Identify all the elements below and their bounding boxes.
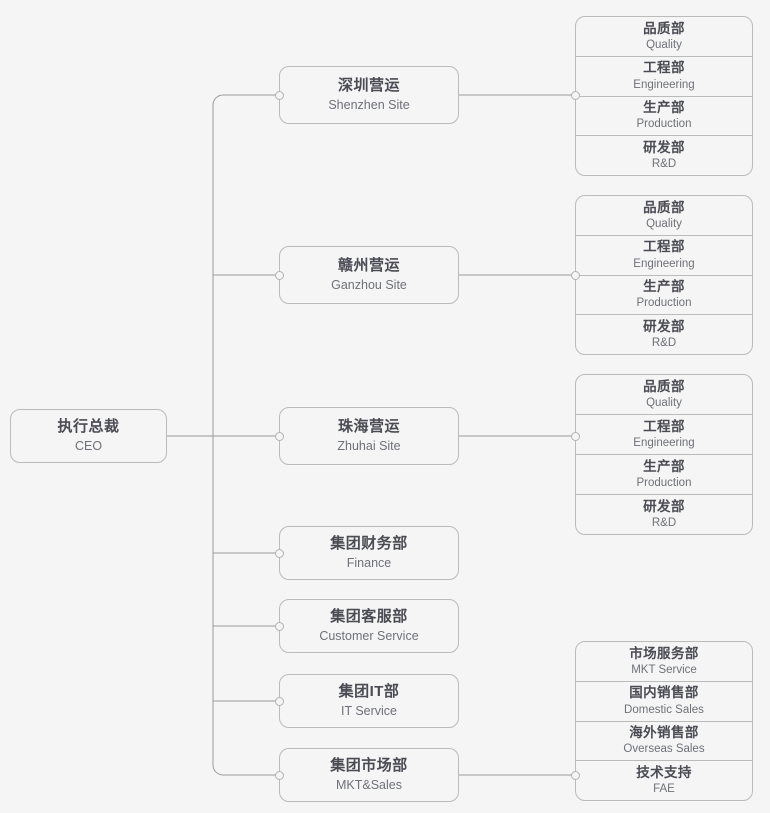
- node-mkt-sales[interactable]: 集团市场部 MKT&Sales: [279, 748, 459, 802]
- connector-dot-ganzhou-departments: [570, 270, 580, 280]
- dept-row-shenzhen-engineering[interactable]: 工程部 Engineering: [576, 55, 752, 96]
- dept-label-cn: 生产部: [643, 100, 685, 116]
- connector-dot-customer-service: [274, 621, 284, 631]
- dept-label-cn: 工程部: [643, 418, 685, 434]
- node-finance-label-en: Finance: [346, 555, 392, 570]
- node-shenzhen-site[interactable]: 深圳营运 Shenzhen Site: [279, 66, 459, 124]
- dept-row-domestic-sales[interactable]: 国内销售部 Domestic Sales: [576, 680, 752, 721]
- dept-row-ganzhou-production[interactable]: 生产部 Production: [576, 274, 752, 315]
- dept-label-en: Domestic Sales: [624, 703, 704, 716]
- connector-dot-ganzhou-site: [274, 270, 284, 280]
- connector-dot-shenzhen-site: [274, 90, 284, 100]
- wire-trunk: [212, 94, 279, 776]
- group-zhuhai-departments: 品质部 Quality 工程部 Engineering 生产部 Producti…: [575, 374, 753, 535]
- dept-row-ganzhou-quality[interactable]: 品质部 Quality: [576, 196, 752, 235]
- dept-label-en: Production: [636, 118, 692, 131]
- dept-label-cn: 品质部: [643, 199, 685, 215]
- node-customer-service-label-cn: 集团客服部: [330, 608, 408, 625]
- node-ceo-label-cn: 执行总裁: [57, 418, 120, 435]
- node-customer-service[interactable]: 集团客服部 Customer Service: [279, 599, 459, 653]
- dept-label-en: Engineering: [633, 257, 695, 270]
- node-ceo[interactable]: 执行总裁 CEO: [10, 409, 167, 463]
- node-it-service-label-cn: 集团IT部: [338, 683, 400, 700]
- dept-label-en: R&D: [651, 516, 677, 529]
- node-finance-label-cn: 集团财务部: [330, 535, 408, 552]
- node-mkt-sales-label-en: MKT&Sales: [336, 777, 402, 792]
- dept-label-cn: 市场服务部: [629, 645, 699, 661]
- node-ceo-label-en: CEO: [74, 438, 103, 453]
- node-it-service-label-en: IT Service: [340, 703, 398, 718]
- dept-label-cn: 生产部: [643, 458, 685, 474]
- node-zhuhai-site-label-cn: 珠海营运: [337, 418, 400, 435]
- dept-label-cn: 研发部: [643, 318, 685, 334]
- node-zhuhai-site[interactable]: 珠海营运 Zhuhai Site: [279, 407, 459, 465]
- dept-label-en: Production: [636, 297, 692, 310]
- dept-label-en: Engineering: [633, 78, 695, 91]
- dept-label-cn: 海外销售部: [629, 725, 699, 741]
- dept-label-cn: 品质部: [643, 20, 685, 36]
- connector-dot-shenzhen-departments: [570, 90, 580, 100]
- dept-label-en: Production: [636, 476, 692, 489]
- dept-row-shenzhen-quality[interactable]: 品质部 Quality: [576, 17, 752, 56]
- dept-row-shenzhen-rd[interactable]: 研发部 R&D: [576, 135, 752, 175]
- group-shenzhen-departments: 品质部 Quality 工程部 Engineering 生产部 Producti…: [575, 16, 753, 176]
- dept-row-shenzhen-production[interactable]: 生产部 Production: [576, 95, 752, 136]
- node-finance[interactable]: 集团财务部 Finance: [279, 526, 459, 580]
- dept-row-ganzhou-rd[interactable]: 研发部 R&D: [576, 314, 752, 354]
- node-customer-service-label-en: Customer Service: [319, 628, 419, 643]
- connector-dot-mkt-sales-departments: [570, 770, 580, 780]
- connector-dot-mkt-sales: [274, 770, 284, 780]
- dept-row-overseas-sales[interactable]: 海外销售部 Overseas Sales: [576, 720, 752, 761]
- dept-row-mkt-service[interactable]: 市场服务部 MKT Service: [576, 642, 752, 681]
- dept-label-en: R&D: [651, 158, 677, 171]
- dept-label-cn: 研发部: [643, 139, 685, 155]
- dept-label-cn: 国内销售部: [629, 685, 699, 701]
- dept-row-fae[interactable]: 技术支持 FAE: [576, 760, 752, 800]
- dept-label-en: Overseas Sales: [623, 743, 705, 756]
- node-mkt-sales-label-cn: 集团市场部: [330, 757, 408, 774]
- dept-label-en: Quality: [646, 396, 682, 409]
- connector-dot-finance: [274, 548, 284, 558]
- dept-label-en: FAE: [653, 783, 675, 796]
- node-ganzhou-site-label-en: Ganzhou Site: [331, 277, 407, 292]
- group-mkt-sales-departments: 市场服务部 MKT Service 国内销售部 Domestic Sales 海…: [575, 641, 753, 801]
- dept-label-cn: 研发部: [643, 498, 685, 514]
- dept-row-zhuhai-production[interactable]: 生产部 Production: [576, 454, 752, 494]
- dept-label-cn: 技术支持: [636, 764, 692, 780]
- dept-row-zhuhai-engineering[interactable]: 工程部 Engineering: [576, 414, 752, 454]
- dept-label-en: Quality: [646, 217, 682, 230]
- node-zhuhai-site-label-en: Zhuhai Site: [337, 438, 401, 453]
- node-shenzhen-site-label-cn: 深圳营运: [337, 77, 400, 94]
- connector-dot-zhuhai-departments: [570, 431, 580, 441]
- dept-label-cn: 品质部: [643, 378, 685, 394]
- dept-label-cn: 生产部: [643, 279, 685, 295]
- group-ganzhou-departments: 品质部 Quality 工程部 Engineering 生产部 Producti…: [575, 195, 753, 355]
- connector-dot-zhuhai-site: [274, 431, 284, 441]
- dept-row-zhuhai-rd[interactable]: 研发部 R&D: [576, 494, 752, 534]
- dept-row-zhuhai-quality[interactable]: 品质部 Quality: [576, 375, 752, 414]
- dept-row-ganzhou-engineering[interactable]: 工程部 Engineering: [576, 234, 752, 275]
- node-ganzhou-site[interactable]: 赣州营运 Ganzhou Site: [279, 246, 459, 304]
- dept-label-en: MKT Service: [631, 663, 697, 676]
- dept-label-en: Quality: [646, 38, 682, 51]
- connector-dot-it-service: [274, 696, 284, 706]
- node-ganzhou-site-label-cn: 赣州营运: [337, 257, 400, 274]
- dept-label-en: Engineering: [633, 436, 695, 449]
- node-it-service[interactable]: 集团IT部 IT Service: [279, 674, 459, 728]
- dept-label-cn: 工程部: [643, 60, 685, 76]
- node-shenzhen-site-label-en: Shenzhen Site: [328, 97, 410, 112]
- dept-label-en: R&D: [651, 337, 677, 350]
- dept-label-cn: 工程部: [643, 239, 685, 255]
